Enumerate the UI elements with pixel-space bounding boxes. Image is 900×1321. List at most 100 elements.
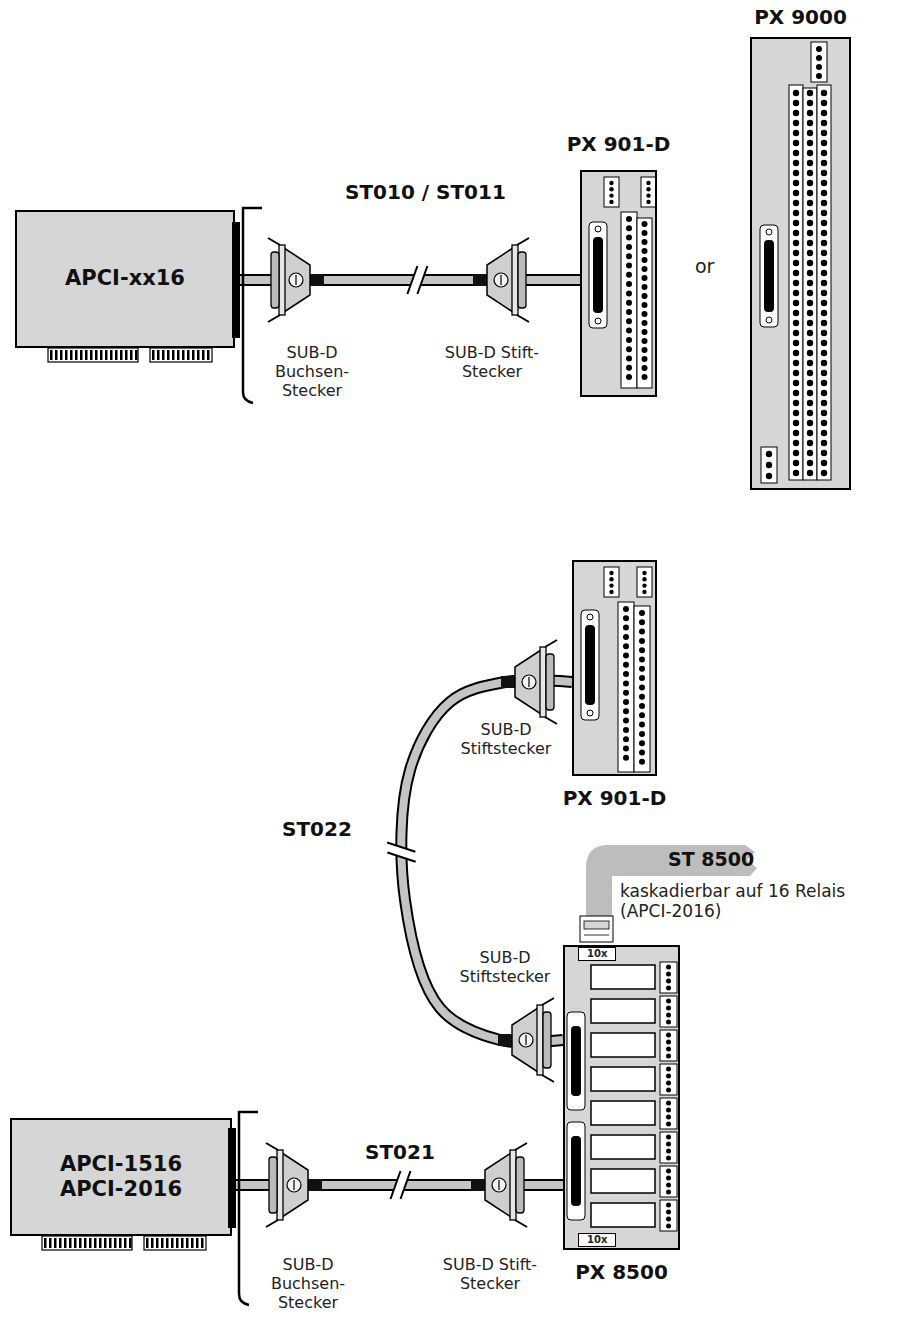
card-edge-contacts: [109, 1238, 112, 1248]
terminal-screw: [639, 703, 645, 709]
terminal-screw: [626, 272, 632, 278]
card-edge-contacts: [156, 1238, 159, 1248]
sub-d-plug: [517, 238, 529, 322]
cable-break-mark: [401, 1171, 411, 1199]
terminal-screw: [666, 1156, 671, 1161]
terminal-screw: [609, 187, 613, 191]
card-edge-contacts: [44, 1238, 47, 1248]
sub-d-plug: [473, 274, 487, 286]
sub-d-plug: [279, 245, 285, 315]
sub-d-plug: [473, 238, 529, 322]
terminal-screw: [821, 340, 827, 346]
terminal-board: [589, 222, 607, 328]
terminal-screw: [821, 370, 827, 376]
sub-d-plug: [295, 275, 296, 285]
card-edge-contacts: [161, 1238, 164, 1248]
terminal-screw: [793, 230, 799, 236]
card-edge-contacts: [115, 350, 118, 360]
card-edge-contacts: [104, 1238, 107, 1248]
terminal-screw: [666, 999, 671, 1004]
board-name: PX 8500: [575, 1260, 668, 1284]
terminal-screw: [793, 380, 799, 386]
terminal-screw: [793, 310, 799, 316]
terminal-screw: [793, 270, 799, 276]
terminal-screw: [793, 420, 799, 426]
terminal-board: [580, 170, 657, 397]
terminal-screw: [626, 235, 632, 241]
terminal-screw: [666, 1217, 671, 1222]
sub-d-plug: [308, 1179, 322, 1191]
card-edge-contacts: [135, 350, 138, 360]
terminal-screw: [807, 460, 813, 466]
terminal-board: [764, 240, 774, 312]
terminal-screw: [807, 120, 813, 126]
terminal-screw: [609, 590, 613, 594]
card-edge-contacts: [186, 1238, 189, 1248]
terminal-screw: [666, 965, 671, 970]
terminal-screw: [642, 329, 648, 335]
cable-break-mark: [417, 266, 427, 294]
sub-d-plug: [546, 654, 554, 710]
terminal-screw: [623, 718, 629, 724]
sub-d-plug: [498, 1180, 499, 1190]
cable-name: ST 8500: [668, 848, 754, 871]
terminal-screw: [626, 300, 632, 306]
terminal-screw: [642, 257, 648, 263]
sub-d-plug: [500, 275, 501, 285]
card-edge-contacts: [99, 1238, 102, 1248]
terminal-screw: [666, 1224, 671, 1229]
terminal-screw: [642, 248, 648, 254]
terminal-screw: [642, 590, 646, 594]
relay-board: [571, 1026, 581, 1096]
terminal-board: [817, 85, 831, 480]
terminal-screw: [766, 462, 772, 468]
terminal-screw: [639, 750, 645, 756]
terminal-screw: [821, 400, 827, 406]
terminal-screw: [793, 350, 799, 356]
board-name: PX 901-D: [563, 786, 667, 810]
sub-d-plug: [528, 677, 529, 687]
terminal-board: [789, 85, 803, 480]
terminal-screw: [666, 1020, 671, 1025]
terminal-screw: [623, 690, 629, 696]
card-edge-contacts: [42, 1236, 132, 1250]
terminal-screw: [793, 140, 799, 146]
relay: [591, 1033, 655, 1057]
terminal-screw: [642, 230, 648, 236]
sub-d-plug: [287, 1178, 301, 1192]
terminal-screw: [642, 284, 648, 290]
terminal-screw: [626, 337, 632, 343]
card-edge-contacts: [197, 350, 200, 360]
card-name: APCI-2016: [60, 1177, 182, 1202]
terminal-screw: [793, 360, 799, 366]
part-note: SUB-D Buchsen- Stecker: [257, 343, 367, 401]
sub-d-plug: [268, 238, 280, 322]
sub-d-plug: [269, 1157, 277, 1213]
card-edge-contacts: [167, 350, 170, 360]
terminal-screw: [807, 170, 813, 176]
terminal-screw: [666, 1183, 671, 1188]
terminal-screw: [793, 240, 799, 246]
card-edge-contacts: [48, 348, 138, 362]
terminal-screw: [626, 309, 632, 315]
terminal-screw: [793, 150, 799, 156]
terminal-screw: [793, 400, 799, 406]
sub-d-plug: [266, 1143, 322, 1227]
terminal-screw: [639, 619, 645, 625]
terminal-screw: [821, 210, 827, 216]
card-edge-contacts: [49, 1238, 52, 1248]
sub-d-plug: [492, 1178, 506, 1192]
card-edge-contacts: [146, 1238, 149, 1248]
terminal-screw: [821, 90, 827, 96]
terminal-screw: [821, 440, 827, 446]
card-edge-contacts: [150, 348, 212, 362]
terminal-screw: [793, 160, 799, 166]
ribbon-cable: [584, 935, 609, 936]
terminal-screw: [821, 300, 827, 306]
terminal-screw: [793, 200, 799, 206]
terminal-screw: [793, 330, 799, 336]
terminal-board: [587, 710, 593, 716]
terminal-screw: [666, 1149, 671, 1154]
terminal-screw: [793, 100, 799, 106]
terminal-screw: [821, 140, 827, 146]
